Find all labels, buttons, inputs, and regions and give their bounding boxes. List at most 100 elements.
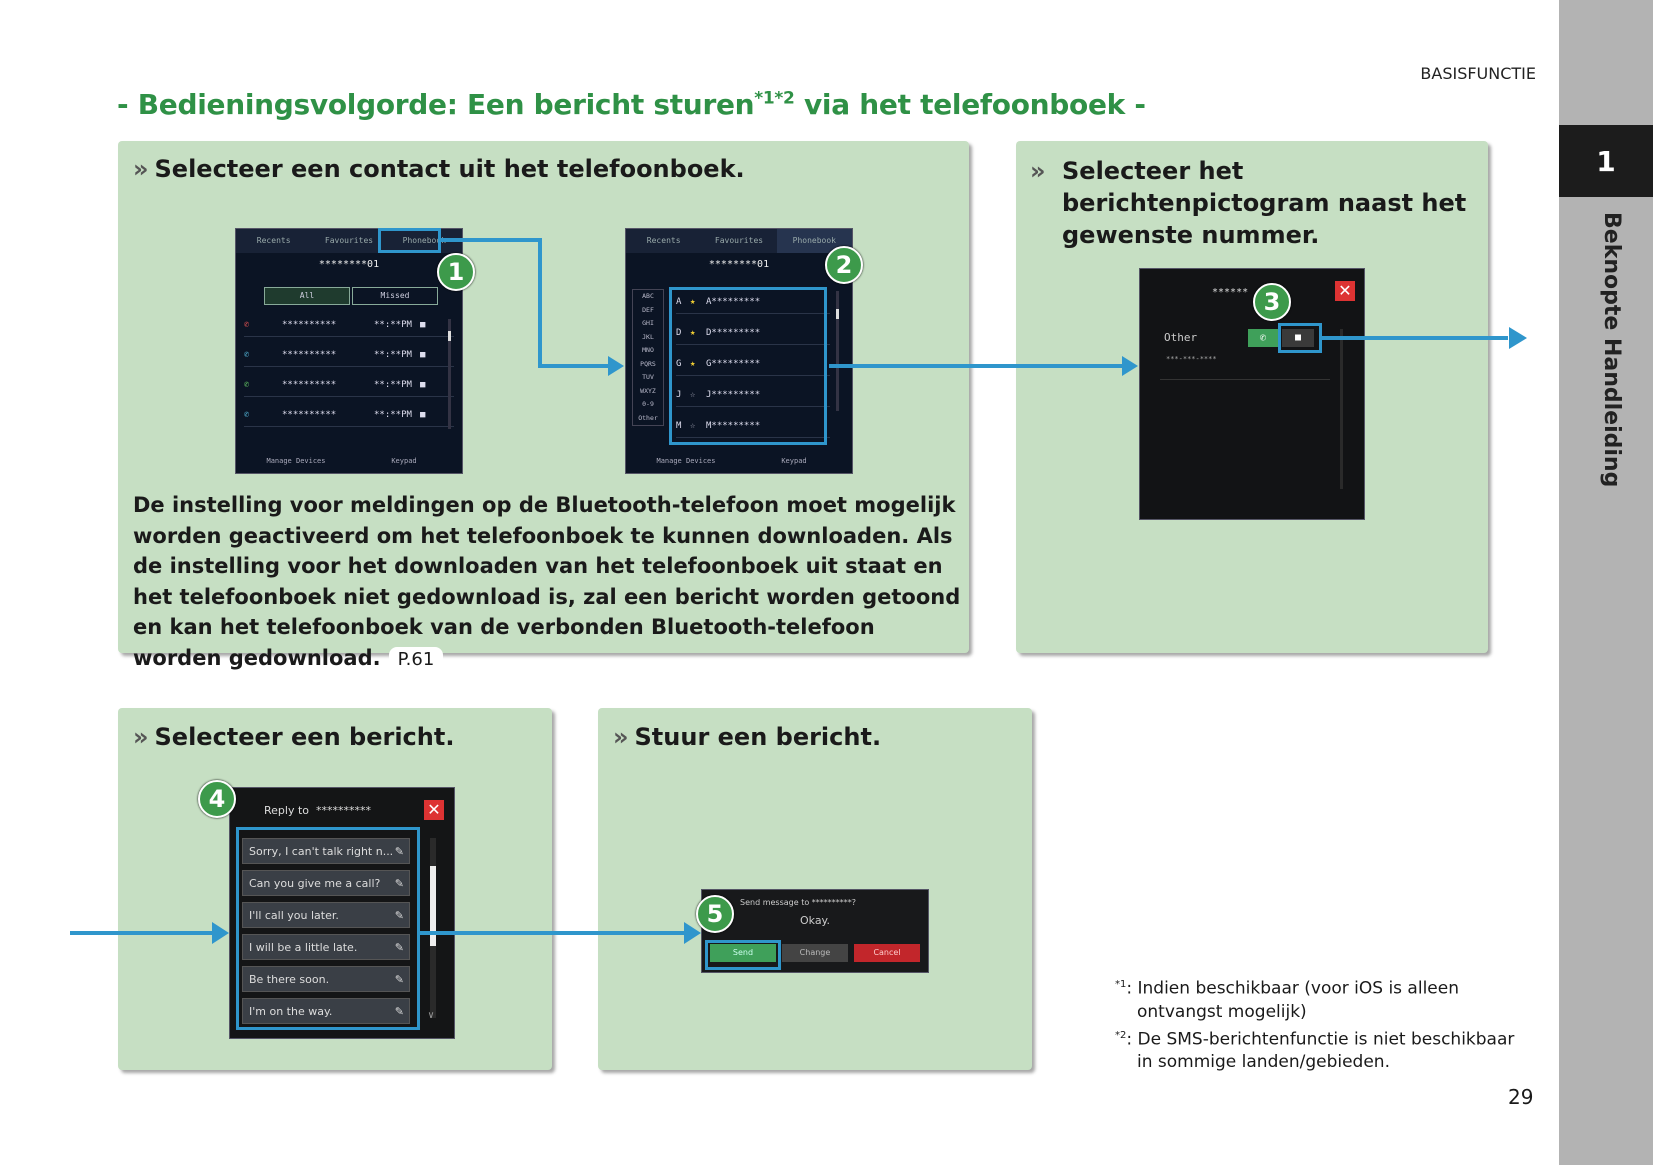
message-option[interactable]: I will be a little late. ✎ bbox=[242, 934, 410, 960]
message-option[interactable]: Be there soon.✎ bbox=[242, 966, 410, 992]
reply-header: Reply to ********** bbox=[264, 804, 371, 817]
message-text: I will be a little late. bbox=[249, 941, 358, 954]
message-option[interactable]: I'll call you later.✎ bbox=[242, 902, 410, 928]
send-button[interactable]: Send bbox=[710, 944, 776, 962]
message-preview: Okay. bbox=[799, 914, 830, 927]
contact-name: A********* bbox=[706, 297, 761, 307]
call-button[interactable]: ✆ bbox=[1248, 329, 1278, 347]
index-mno[interactable]: MNO bbox=[642, 346, 654, 354]
contact-name: ********** bbox=[282, 410, 337, 420]
index-def[interactable]: DEF bbox=[642, 305, 654, 314]
scrollbar[interactable] bbox=[836, 291, 839, 411]
footer-manage-devices[interactable]: Manage Devices bbox=[266, 457, 326, 465]
edit-icon[interactable]: ✎ bbox=[394, 845, 404, 858]
phone-icon: ✆ bbox=[244, 380, 250, 390]
callout-4: 4 bbox=[198, 780, 236, 818]
index-0-9[interactable]: 0-9 bbox=[642, 400, 654, 408]
message-option[interactable]: Can you give me a call? ✎ bbox=[242, 870, 410, 896]
list-item[interactable]: G★G********* bbox=[676, 353, 830, 376]
change-button[interactable]: Change bbox=[782, 944, 848, 962]
divider bbox=[1160, 379, 1330, 380]
footer-keypad[interactable]: Keypad bbox=[781, 457, 807, 465]
filter-missed[interactable]: Missed bbox=[352, 287, 438, 305]
phone-icon: ✆ bbox=[244, 410, 250, 420]
star-icon: ★ bbox=[690, 328, 696, 338]
step-heading-2: »Selecteer het berichtenpictogram naast … bbox=[1030, 155, 1517, 251]
index-jkl[interactable]: JKL bbox=[642, 332, 654, 341]
arrow-screen1-to-screen2 bbox=[441, 238, 612, 368]
message-text: Can you give me a call? bbox=[249, 877, 381, 890]
list-item[interactable]: J☆J********* bbox=[676, 384, 830, 407]
list-item[interactable]: ✆************:**PM■ bbox=[244, 374, 454, 397]
device-number: ********01 bbox=[708, 259, 770, 270]
call-time: **:**PM bbox=[374, 350, 412, 360]
step-heading-4: »Stuur een bericht. bbox=[613, 721, 1023, 753]
arrowhead bbox=[1509, 327, 1527, 349]
tab-favourites[interactable]: Favourites bbox=[714, 236, 764, 245]
close-icon[interactable]: ✕ bbox=[424, 800, 444, 820]
index-other[interactable]: Other bbox=[638, 413, 658, 422]
index-tuv[interactable]: TUV bbox=[642, 373, 654, 381]
message-icon: ■ bbox=[420, 320, 426, 330]
highlight-message-button bbox=[1278, 323, 1322, 353]
index-wxyz[interactable]: WXYZ bbox=[640, 386, 656, 395]
list-item[interactable]: D★D********* bbox=[676, 322, 830, 345]
footer-manage-devices[interactable]: Manage Devices bbox=[656, 457, 716, 465]
message-icon: ■ bbox=[1294, 332, 1302, 343]
contact-letter: D bbox=[676, 328, 682, 338]
index-pqrs[interactable]: PQRS bbox=[640, 359, 656, 368]
tab-favourites[interactable]: Favourites bbox=[324, 236, 374, 245]
list-item[interactable]: ✆************:**PM■ bbox=[244, 344, 454, 367]
index-abc[interactable]: ABC bbox=[642, 292, 654, 300]
scrollbar[interactable] bbox=[448, 319, 451, 429]
chevron-down-icon[interactable]: ∨ bbox=[428, 1010, 435, 1021]
footnote-text: : Indien beschikbaar (voor iOS is alleen… bbox=[1126, 978, 1459, 1022]
message-option[interactable]: I'm on the way.✎ bbox=[242, 998, 410, 1024]
callout-3: 3 bbox=[1253, 283, 1291, 321]
section-label: BASISFUNCTIE bbox=[1420, 64, 1536, 83]
tab-bar: Recents Favourites Phonebook bbox=[236, 229, 462, 253]
message-icon: ■ bbox=[420, 350, 426, 360]
star-icon: ★ bbox=[690, 359, 696, 369]
call-time: **:**PM bbox=[374, 380, 412, 390]
page-reference-badge[interactable]: P.61 bbox=[388, 646, 444, 673]
cancel-button[interactable]: Cancel bbox=[854, 944, 920, 962]
contact-name: ********** bbox=[282, 350, 337, 360]
page-number: 29 bbox=[1508, 1085, 1534, 1109]
message-option[interactable]: Sorry, I can't talk right n...✎ bbox=[242, 838, 410, 864]
tab-recents[interactable]: Recents bbox=[256, 236, 291, 245]
step-text: Selecteer een contact uit het telefoonbo… bbox=[154, 155, 745, 183]
message-icon: ■ bbox=[420, 380, 426, 390]
arrowhead bbox=[684, 922, 701, 944]
close-icon[interactable]: ✕ bbox=[1335, 281, 1355, 301]
step-text: Selecteer een bericht. bbox=[154, 723, 455, 751]
contact-name: M********* bbox=[706, 421, 761, 431]
chapter-tab: 1 bbox=[1559, 125, 1653, 197]
scrollbar[interactable] bbox=[430, 838, 436, 1018]
edit-icon[interactable]: ✎ bbox=[394, 877, 404, 890]
message-button[interactable]: ■ bbox=[1282, 329, 1314, 347]
edit-icon[interactable]: ✎ bbox=[394, 973, 404, 986]
star-outline-icon: ☆ bbox=[690, 390, 696, 400]
edit-icon[interactable]: ✎ bbox=[394, 941, 404, 954]
contact-name: ****** bbox=[1212, 287, 1249, 298]
list-item[interactable]: M☆M********* bbox=[676, 415, 830, 438]
page-title-tail: via het telefoonboek - bbox=[794, 88, 1146, 121]
edit-icon[interactable]: ✎ bbox=[394, 909, 404, 922]
star-icon: ★ bbox=[690, 297, 696, 307]
page-title-footnote-marks: *1*2 bbox=[754, 88, 795, 109]
contact-letter: J bbox=[676, 390, 682, 400]
list-item[interactable]: ✆************:**PM■ bbox=[244, 314, 454, 337]
filter-all[interactable]: All bbox=[264, 287, 350, 305]
scrollbar[interactable] bbox=[1340, 329, 1343, 489]
index-ghi[interactable]: GHI bbox=[642, 319, 654, 327]
edit-icon[interactable]: ✎ bbox=[394, 1005, 404, 1018]
page-title-main: - Bedieningsvolgorde: Een bericht sturen bbox=[117, 88, 755, 121]
list-item[interactable]: A★A********* bbox=[676, 291, 830, 314]
tab-recents[interactable]: Recents bbox=[646, 236, 681, 245]
screen-send-confirm: Send message to **********? Okay. Send C… bbox=[701, 889, 929, 973]
footer-keypad[interactable]: Keypad bbox=[391, 457, 417, 465]
list-item[interactable]: ✆************:**PM■ bbox=[244, 404, 454, 427]
tab-phonebook[interactable]: Phonebook bbox=[402, 236, 446, 245]
step-heading-3: »Selecteer een bericht. bbox=[133, 721, 543, 753]
